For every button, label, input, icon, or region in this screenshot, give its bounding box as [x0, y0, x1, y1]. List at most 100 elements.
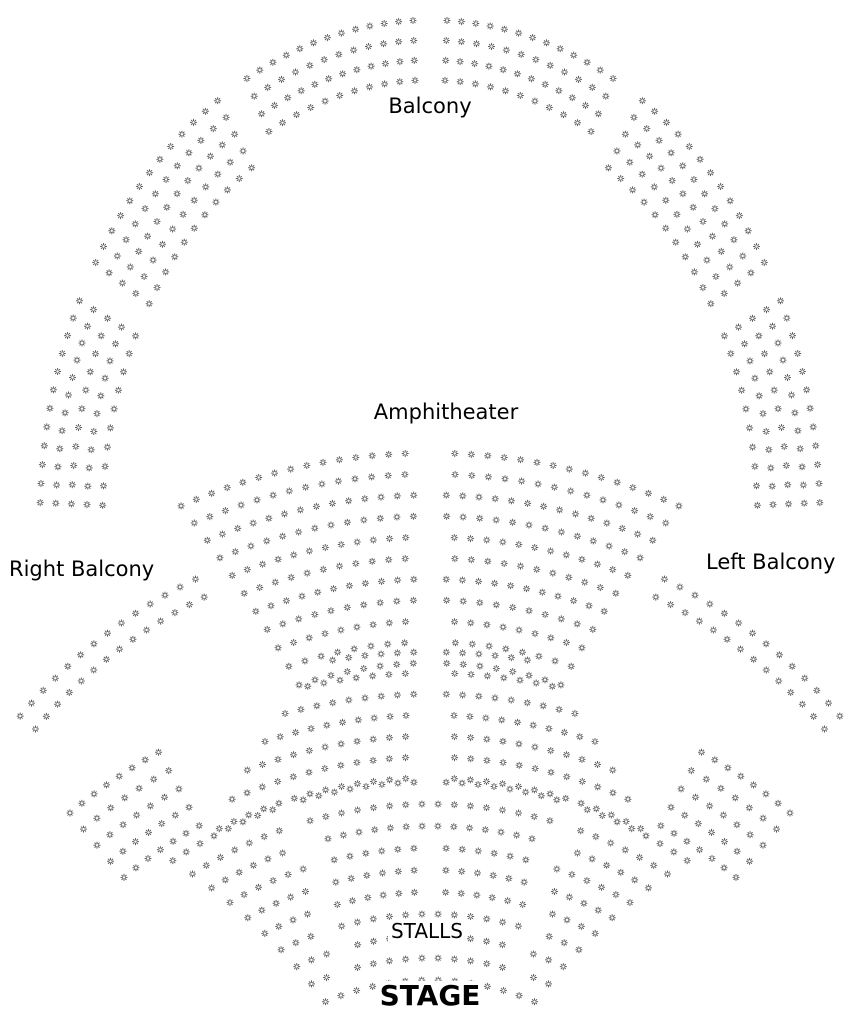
seat[interactable] — [284, 870, 292, 879]
seat[interactable] — [600, 607, 608, 615]
seat[interactable] — [663, 870, 672, 878]
seat[interactable] — [31, 725, 40, 733]
seat[interactable] — [145, 300, 153, 308]
seat[interactable] — [442, 575, 450, 583]
seat[interactable] — [474, 847, 482, 855]
seat[interactable] — [84, 482, 92, 490]
seat[interactable] — [353, 963, 362, 971]
seat[interactable] — [206, 513, 214, 521]
seat[interactable] — [261, 929, 269, 937]
seat[interactable] — [720, 838, 729, 846]
seat[interactable] — [105, 269, 113, 277]
seat[interactable] — [402, 955, 410, 963]
seat[interactable] — [721, 220, 729, 228]
seat[interactable] — [787, 688, 795, 696]
seat[interactable] — [546, 61, 554, 69]
seat[interactable] — [706, 169, 715, 177]
seat[interactable] — [695, 617, 703, 625]
seat[interactable] — [525, 607, 533, 615]
seat[interactable] — [734, 279, 742, 287]
seat[interactable] — [410, 888, 418, 896]
seat[interactable] — [379, 891, 387, 899]
seat[interactable] — [541, 610, 549, 619]
seat[interactable] — [434, 954, 442, 962]
seat[interactable] — [214, 97, 222, 105]
seat[interactable] — [245, 839, 253, 847]
seat[interactable] — [806, 404, 814, 412]
seat[interactable] — [471, 80, 479, 88]
seat[interactable] — [295, 528, 303, 536]
seat[interactable] — [319, 458, 327, 466]
seat[interactable] — [402, 775, 410, 783]
seat[interactable] — [609, 789, 617, 797]
seat[interactable] — [272, 899, 280, 907]
seat[interactable] — [443, 512, 451, 520]
seat[interactable] — [699, 284, 707, 292]
seat[interactable] — [324, 835, 332, 843]
seat[interactable] — [450, 534, 458, 542]
seat[interactable] — [785, 500, 793, 508]
seat[interactable] — [302, 483, 310, 491]
seat[interactable] — [171, 253, 179, 261]
seat[interactable] — [113, 252, 121, 260]
seat[interactable] — [261, 737, 269, 746]
seat[interactable] — [385, 450, 393, 458]
seat[interactable] — [106, 357, 114, 365]
seat[interactable] — [252, 607, 260, 615]
seat[interactable] — [768, 482, 776, 490]
seat[interactable] — [466, 712, 474, 721]
seat[interactable] — [491, 652, 499, 660]
seat[interactable] — [369, 937, 378, 945]
seat[interactable] — [450, 754, 459, 762]
seat[interactable] — [603, 861, 611, 869]
seat[interactable] — [366, 22, 374, 30]
seat[interactable] — [651, 107, 659, 115]
seat[interactable] — [363, 871, 371, 879]
seat[interactable] — [638, 170, 646, 178]
seat[interactable] — [770, 386, 778, 394]
seat[interactable] — [338, 922, 346, 930]
seat[interactable] — [410, 56, 418, 64]
seat[interactable] — [394, 779, 402, 787]
seat[interactable] — [200, 593, 208, 601]
seat[interactable] — [82, 386, 90, 394]
seat[interactable] — [278, 119, 287, 127]
seat[interactable] — [56, 445, 64, 453]
seat[interactable] — [144, 232, 152, 240]
seat[interactable] — [336, 676, 344, 684]
seat[interactable] — [297, 87, 305, 95]
seat[interactable] — [723, 635, 731, 643]
seat[interactable] — [711, 756, 719, 764]
seat[interactable] — [165, 767, 173, 775]
seat[interactable] — [131, 838, 140, 846]
seat[interactable] — [484, 473, 492, 481]
seat[interactable] — [515, 761, 523, 769]
seat[interactable] — [58, 427, 66, 435]
seat[interactable] — [369, 804, 378, 812]
seat[interactable] — [401, 449, 409, 458]
seat[interactable] — [791, 409, 799, 417]
seat[interactable] — [568, 94, 576, 102]
seat[interactable] — [674, 130, 682, 138]
seat[interactable] — [161, 591, 169, 599]
seat[interactable] — [499, 780, 507, 788]
seat[interactable] — [755, 332, 763, 340]
seat[interactable] — [307, 980, 316, 988]
seat[interactable] — [36, 499, 44, 507]
seat[interactable] — [337, 992, 345, 1000]
seat[interactable] — [507, 696, 515, 704]
seat[interactable] — [540, 502, 548, 510]
seat[interactable] — [685, 142, 693, 151]
seat[interactable] — [694, 820, 702, 828]
seat[interactable] — [337, 761, 345, 769]
seat[interactable] — [306, 61, 314, 69]
seat[interactable] — [385, 670, 393, 679]
seat[interactable] — [190, 224, 198, 232]
seat[interactable] — [27, 699, 36, 707]
seat[interactable] — [184, 177, 192, 185]
seat[interactable] — [337, 782, 346, 791]
seat[interactable] — [177, 502, 185, 510]
seat[interactable] — [352, 674, 360, 682]
seat[interactable] — [492, 601, 500, 609]
seat[interactable] — [509, 668, 517, 676]
